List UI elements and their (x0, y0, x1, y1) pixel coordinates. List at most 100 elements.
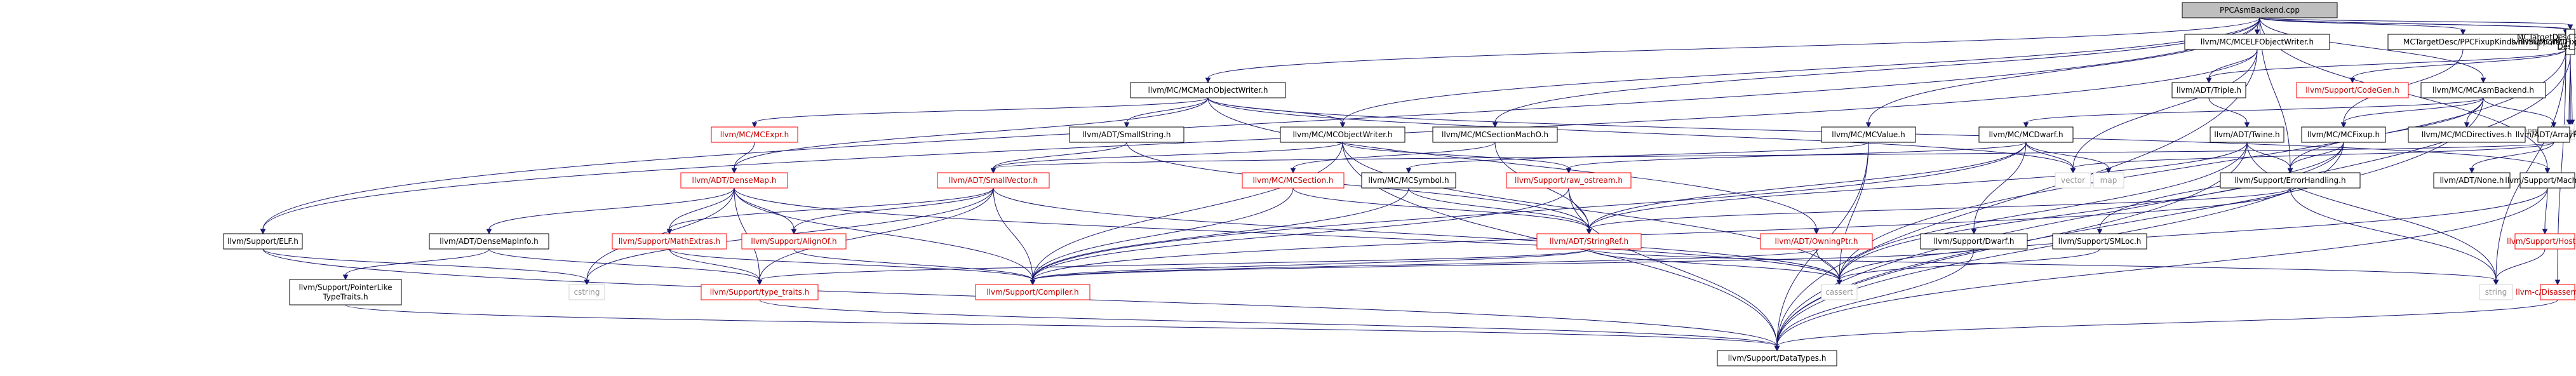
node-machowriter[interactable]: llvm/MC/MCMachObjectWriter.h (1130, 82, 1286, 98)
node-twine[interactable]: llvm/ADT/Twine.h (2210, 126, 2284, 143)
node-cstring-label: cstring (574, 288, 600, 297)
node-fixup-label: llvm/MC/MCFixup.h (2307, 130, 2380, 139)
arrowhead-smloc-to-cassert (1836, 279, 1842, 286)
node-asmbackend-box (2420, 82, 2546, 98)
edge-stringref-to-string (1588, 248, 2497, 281)
node-dwarfsupport[interactable]: llvm/Support/Dwarf.h (1920, 233, 2028, 250)
node-macho[interactable]: llvm/Support/MachO.h (2505, 172, 2576, 189)
arrowhead-fixup-to-errorhandling (2287, 168, 2293, 174)
arrowhead-root-to-mcvalue (1865, 122, 1872, 128)
node-arrayref[interactable]: llvm/ADT/ArrayRef.h (2516, 126, 2576, 143)
node-owningptr[interactable]: llvm/ADT/OwningPtr.h (1760, 233, 1873, 250)
arrowhead-targetreg-to-disassembler (2554, 279, 2561, 286)
edge-objwriter-to-compiler (1032, 142, 1343, 281)
arrowhead-dwarfsupport-to-compiler (1030, 279, 1036, 286)
node-rawostream-label: llvm/Support/raw_ostream.h (1515, 176, 1623, 185)
node-disassembler-label: llvm-c/Disassembler.h (2516, 288, 2576, 297)
edge-smallvector-to-mathextras (669, 187, 994, 230)
node-alignof[interactable]: llvm/Support/AlignOf.h (741, 233, 847, 250)
node-codegen[interactable]: llvm/Support/CodeGen.h (2296, 82, 2409, 98)
node-fixupkindinfo[interactable]: llvm/MC/MCFixupKindInfo.h (2520, 34, 2576, 50)
node-densemapinfo[interactable]: llvm/ADT/DenseMapInfo.h (429, 233, 549, 250)
node-mcsection[interactable]: llvm/MC/MCSection.h (1242, 172, 1345, 189)
node-sectionmacho[interactable]: llvm/MC/MCSectionMachO.h (1432, 126, 1558, 143)
node-rawostream[interactable]: llvm/Support/raw_ostream.h (1506, 172, 1632, 189)
node-codegen-label: llvm/Support/CodeGen.h (2305, 86, 2399, 95)
edge-host-to-string (2495, 248, 2546, 281)
node-asmbackend[interactable]: llvm/MC/MCAsmBackend.h (2420, 82, 2546, 98)
node-none[interactable]: llvm/ADT/None.h (2433, 172, 2511, 189)
node-mcvalue[interactable]: llvm/MC/MCValue.h (1821, 126, 1916, 143)
node-datatypes[interactable]: llvm/Support/DataTypes.h (1717, 350, 1837, 366)
arrowhead-machowriter-to-macho (2544, 168, 2551, 174)
node-directives-label: llvm/MC/MCDirectives.h (2422, 130, 2512, 139)
node-dwarfmc[interactable]: llvm/MC/MCDwarf.h (1978, 126, 2074, 143)
arrowhead-densemapinfo-to-pointerlike (342, 274, 349, 281)
node-mcelf-box (2184, 34, 2330, 50)
node-sectionmacho-box (1432, 126, 1558, 143)
arrowhead-triple-to-twine (2244, 122, 2250, 128)
edge-dwarfsupport-to-compiler (1032, 248, 1975, 281)
node-mcsymbol[interactable]: llvm/MC/MCSymbol.h (1361, 172, 1456, 189)
edge-machowriter-to-densemap (734, 97, 1209, 169)
node-targetreg-label: llvm/Support/TargetRegistry.h (2510, 37, 2576, 46)
node-mathextras[interactable]: llvm/Support/MathExtras.h (612, 233, 727, 250)
node-objwriter[interactable]: llvm/MC/MCObjectWriter.h (1280, 126, 1405, 143)
dependency-edges (260, 17, 2575, 352)
node-densemap[interactable]: llvm/ADT/DenseMap.h (680, 172, 788, 189)
edge-densemapinfo-to-typetraits (488, 248, 760, 281)
node-typetraits[interactable]: llvm/Support/type_traits.h (701, 284, 819, 300)
node-stringref[interactable]: llvm/ADT/StringRef.h (1536, 233, 1642, 250)
edge-densemapinfo-to-pointerlike (345, 248, 490, 276)
node-triple[interactable]: llvm/ADT/Triple.h (2171, 82, 2246, 98)
node-smallvector[interactable]: llvm/ADT/SmallVector.h (937, 172, 1050, 189)
edge-twine-to-string (2246, 142, 2497, 281)
arrowhead-root-to-sectionmacho (1492, 122, 1498, 128)
arrowhead-root-to-fixupkinds (2460, 29, 2466, 36)
arrowhead-host-to-string (2493, 279, 2499, 286)
node-smloc[interactable]: llvm/Support/SMLoc.h (2052, 233, 2147, 250)
edge-asmbackend-to-fixup (2343, 97, 2484, 123)
node-fixup[interactable]: llvm/MC/MCFixup.h (2301, 126, 2386, 143)
node-compiler[interactable]: llvm/Support/Compiler.h (975, 284, 1090, 300)
edge-disassembler-to-datatypes (1776, 299, 2558, 347)
arrowhead-machowriter-to-objwriter (1339, 122, 1346, 128)
node-root[interactable]: PPCAsmBackend.cpp (2182, 2, 2338, 18)
node-mathextras-box (612, 233, 727, 250)
arrowhead-fixup-to-smloc (2096, 229, 2103, 235)
node-string-label: string (2485, 288, 2507, 297)
edge-owningptr-to-compiler (1032, 248, 1817, 281)
edge-densemap-to-cassert (734, 187, 1840, 281)
arrowhead-asmbackend-to-arrayref (2551, 122, 2557, 128)
edge-dwarfmc-to-dwarfsupport (1973, 142, 2027, 230)
node-mcelf[interactable]: llvm/MC/MCELFObjectWriter.h (2184, 34, 2330, 50)
edge-errorhandling-to-compiler (1032, 187, 2291, 281)
arrowhead-typetraits-to-datatypes (1774, 346, 1780, 352)
node-smallvector-box (937, 172, 1050, 189)
arrowhead-elf-to-cstring (584, 279, 590, 286)
edge-machowriter-to-owningptr (1207, 97, 1817, 230)
node-errorhandling[interactable]: llvm/Support/ErrorHandling.h (2220, 172, 2361, 189)
node-directives[interactable]: llvm/MC/MCDirectives.h (2408, 126, 2526, 143)
node-host[interactable]: llvm/Support/Host.h (2507, 233, 2576, 250)
node-datatypes-label: llvm/Support/DataTypes.h (1728, 354, 1827, 363)
node-mcexpr[interactable]: llvm/MC/MCExpr.h (711, 126, 798, 143)
node-elf[interactable]: llvm/Support/ELF.h (223, 233, 303, 250)
arrowhead-asmbackend-to-dwarfmc (2023, 122, 2029, 128)
node-none-label: llvm/ADT/None.h (2439, 176, 2504, 185)
edge-root-to-ppcmctarget (2259, 17, 2571, 25)
node-fixupkinds[interactable]: MCTargetDesc/PPCFixupKinds.h (2387, 34, 2539, 50)
edge-mcsection-to-stringref (1292, 187, 1590, 230)
node-arrayref-box (2537, 126, 2570, 143)
node-machowriter-box (1130, 82, 1286, 98)
edge-mathextras-to-typetraits (669, 248, 760, 281)
node-disassembler[interactable]: llvm-c/Disassembler.h (2516, 284, 2576, 300)
node-mcelf-label: llvm/MC/MCELFObjectWriter.h (2201, 37, 2314, 46)
arrowhead-dwarfmc-to-dwarfsupport (1971, 229, 1977, 235)
node-smallstring[interactable]: llvm/ADT/SmallString.h (1069, 126, 1184, 143)
arrowhead-dwarfmc-to-rawostream (1566, 168, 1572, 174)
node-root-box (2182, 2, 2338, 18)
node-cstring-box (568, 284, 605, 300)
